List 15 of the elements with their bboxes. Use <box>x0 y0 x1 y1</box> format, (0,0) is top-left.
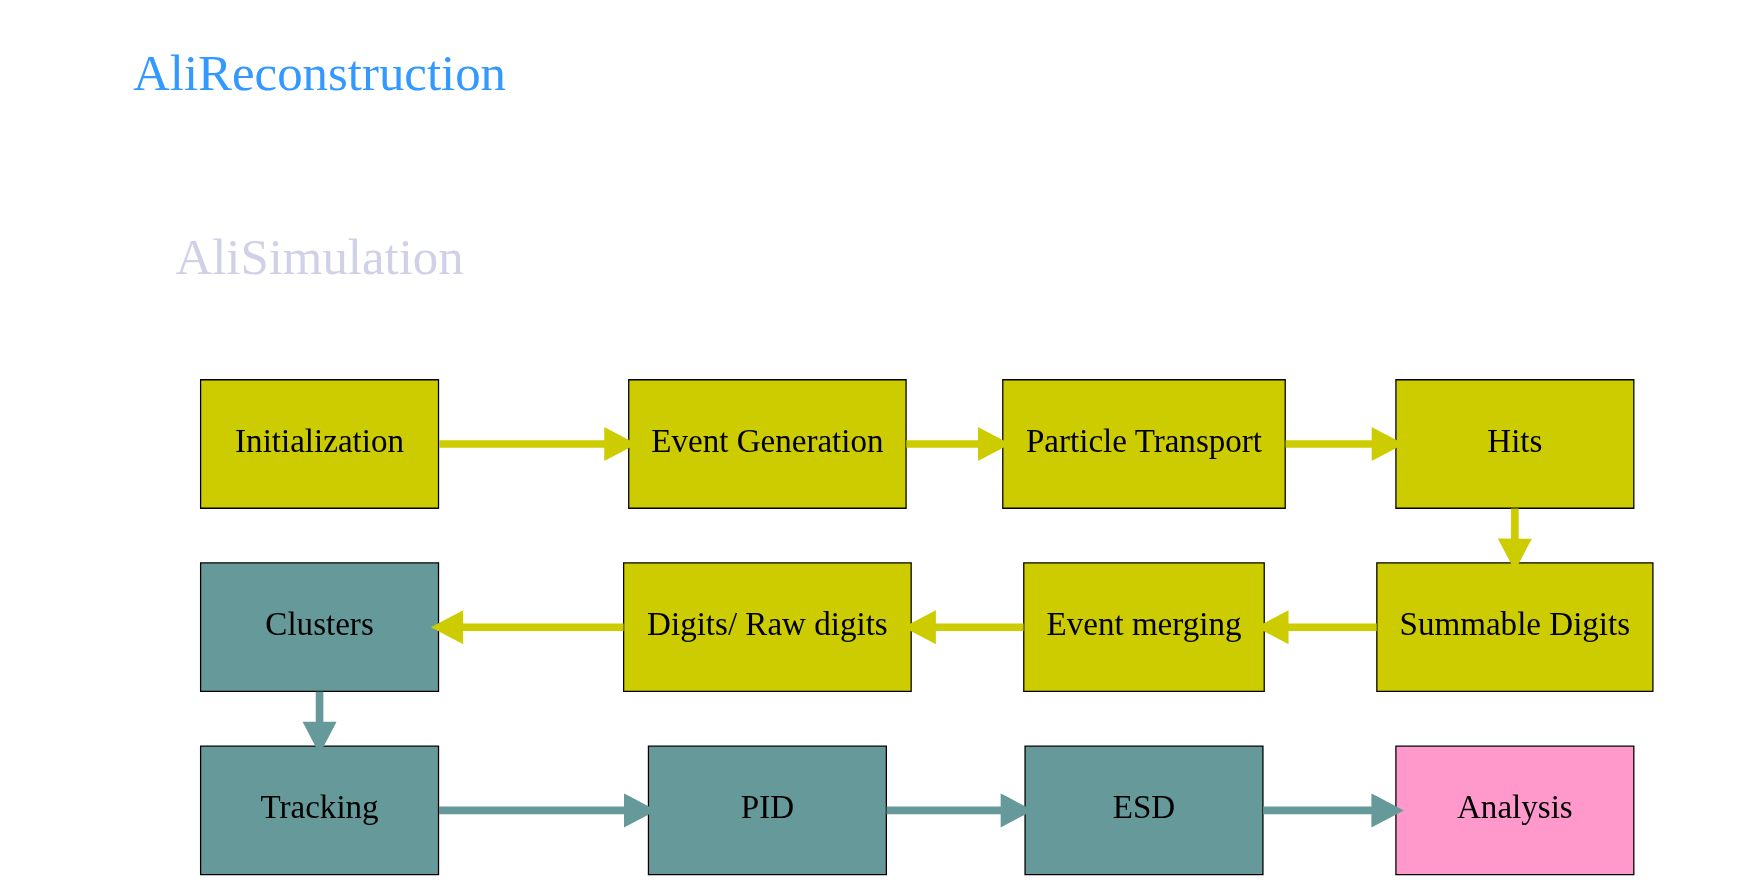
node-box: Hits <box>1394 379 1634 509</box>
node-box: ESD <box>1023 745 1264 876</box>
node-box: Particle Transport <box>1001 379 1286 509</box>
node-box: Initialization <box>199 379 439 509</box>
arrow <box>1262 793 1404 828</box>
node-box: Digits/ Raw digits <box>622 562 912 693</box>
node-box: Event merging <box>1022 562 1265 693</box>
arrow <box>430 610 624 645</box>
node-box: Clusters <box>199 562 439 693</box>
node-box: Event Generation <box>627 379 907 509</box>
node-box: Tracking <box>199 745 439 876</box>
label: AliReconstruction <box>132 45 506 102</box>
node-box: PID <box>647 745 887 876</box>
node-box: Summable Digits <box>1375 562 1654 693</box>
node-box: Analysis <box>1394 745 1634 876</box>
